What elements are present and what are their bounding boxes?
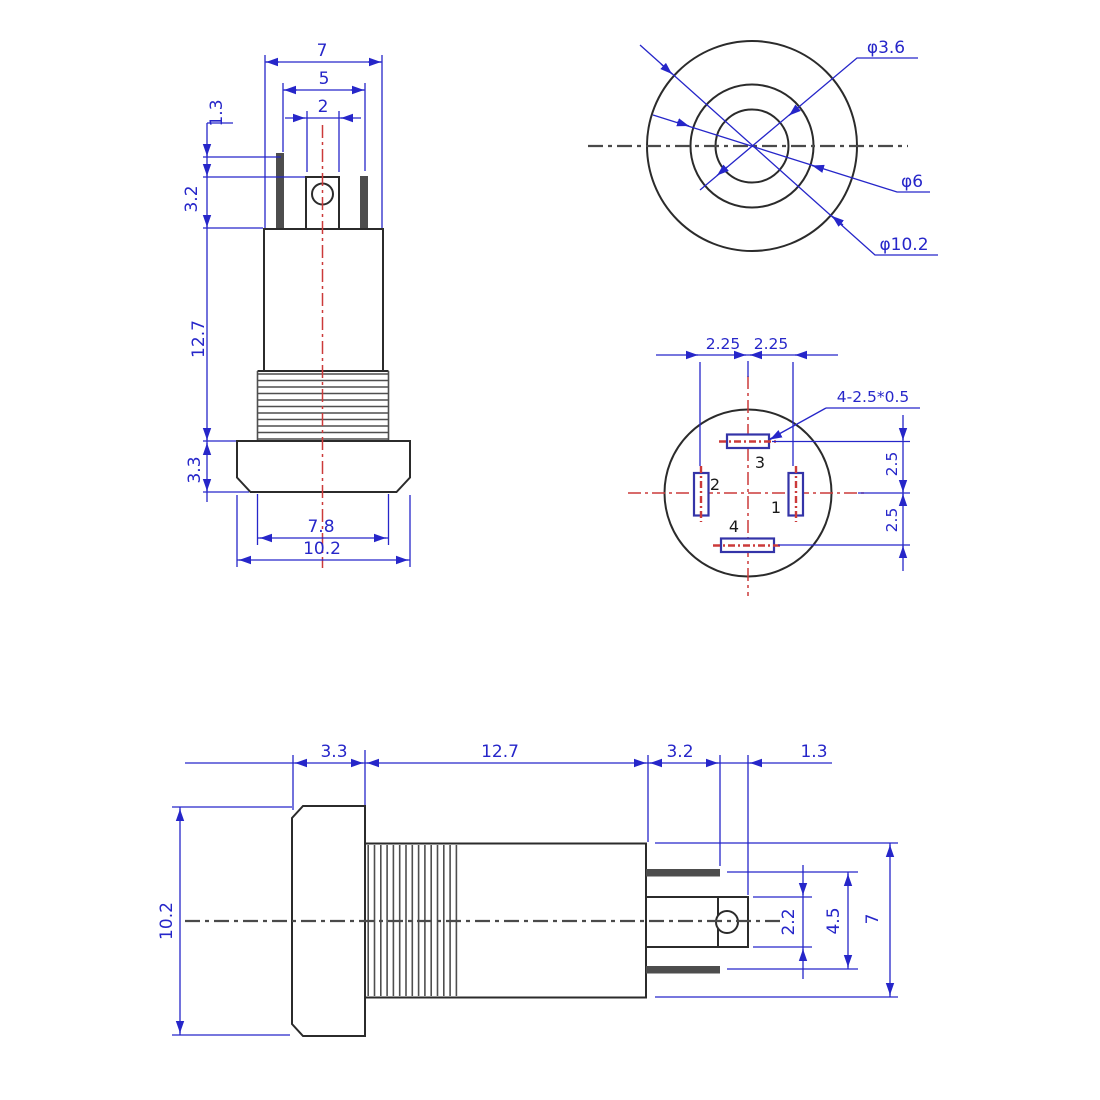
pin2-label: 2 [710, 475, 720, 494]
side-top-pin [646, 869, 720, 877]
pin-rectangles [692, 433, 805, 554]
dim-front-pin-span: 5 [319, 69, 330, 89]
front-dimensions: 7 5 2 1.3 3.2 12.7 3.3 7.8 10.2 [182, 41, 411, 567]
top-leaders [639, 44, 938, 256]
dim-pin-pitch-left: 2.25 [706, 335, 741, 353]
dim-side-body-length: 12.7 [481, 742, 519, 762]
dim-pin-lower-offset: 2.5 [883, 508, 901, 533]
front-view: 7 5 2 1.3 3.2 12.7 3.3 7.8 10.2 [182, 41, 411, 568]
pin1-rect [787, 471, 805, 517]
side-head-flange [291, 805, 366, 1037]
pin2-rect [692, 471, 710, 517]
dim-front-body-length: 12.7 [189, 320, 209, 358]
front-outline [236, 153, 411, 493]
side-view: 3.3 12.7 3.2 1.3 10.2 2.2 4.5 7 [157, 742, 898, 1037]
side-bottom-pin [646, 966, 720, 974]
pin1-label: 1 [771, 498, 781, 517]
dim-pin-upper-offset: 2.5 [883, 452, 901, 477]
dim-top-inner-diameter: φ6 [901, 172, 923, 192]
dim-side-tab-extension: 1.3 [800, 742, 827, 762]
dim-side-pin-spacing: 4.5 [824, 907, 844, 934]
dim-pin-slot-spec: 4-2.5*0.5 [837, 388, 910, 406]
pin-view-dimensions: 2.25 2.25 4-2.5*0.5 2.5 2.5 [656, 335, 920, 571]
pin3-label: 3 [755, 453, 765, 472]
pin-layout-view: 3 2 1 4 2.25 2.2 [628, 335, 920, 596]
dim-pin-pitch-right: 2.25 [754, 335, 789, 353]
side-arrows [175, 758, 895, 1033]
dim-side-pin-length: 3.2 [666, 742, 693, 762]
pin4-label: 4 [729, 517, 739, 536]
side-dimensions: 3.3 12.7 3.2 1.3 10.2 2.2 4.5 7 [157, 742, 898, 1036]
dim-side-head-diameter: 10.2 [157, 902, 177, 940]
front-right-pin [360, 176, 368, 229]
dim-top-lens-diameter: φ3.6 [867, 38, 905, 58]
front-head-flange [236, 440, 411, 493]
front-left-pin [276, 153, 284, 229]
dim-front-head-diameter: 10.2 [303, 539, 341, 559]
dim-front-thread-diameter: 7.8 [307, 517, 334, 537]
dim-side-tab-width: 2.2 [779, 908, 799, 935]
front-body [263, 228, 384, 372]
top-view: φ3.6 φ6 φ10.2 [588, 38, 938, 256]
dim-front-tab-height: 3.2 [182, 185, 202, 212]
dim-top-outer-diameter: φ10.2 [879, 235, 928, 255]
dim-side-head-height: 3.3 [320, 742, 347, 762]
pin3-rect [725, 433, 771, 450]
dim-front-width: 7 [317, 41, 328, 61]
dim-front-head-height: 3.3 [185, 456, 205, 483]
dim-side-body-diameter: 7 [863, 914, 883, 925]
dim-front-tab-width: 2 [318, 97, 329, 117]
pin-view-arrows [686, 350, 908, 558]
front-arrows [202, 57, 408, 565]
dim-front-pin-extension: 1.3 [207, 99, 227, 126]
pin-view-extension-lines [656, 354, 920, 571]
